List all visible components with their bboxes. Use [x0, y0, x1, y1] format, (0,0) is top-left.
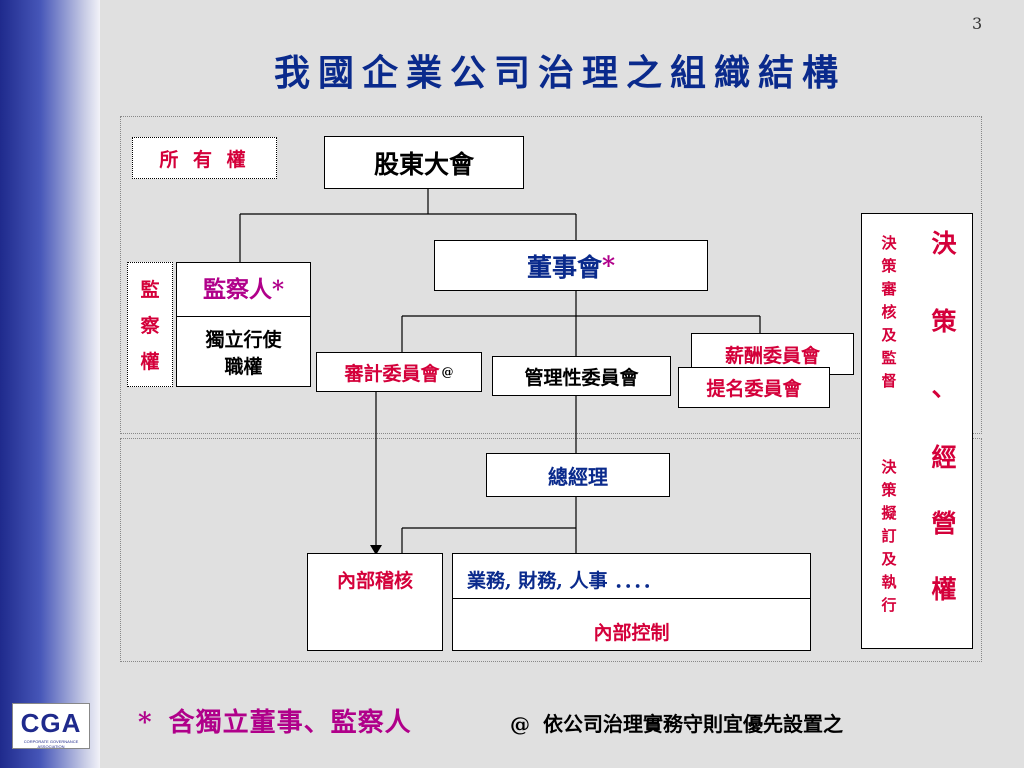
supervision-rights-char: 察 [140, 315, 160, 337]
sidebar [0, 0, 100, 768]
management-region [120, 438, 982, 662]
supervisor-note-1: 獨立行使 [205, 329, 282, 351]
general-manager-label: 總經理 [548, 464, 608, 489]
logo: CGA CORPORATE GOVERNANCE ASSOCIATION [12, 703, 90, 749]
footnote-at-mark: @ [510, 712, 530, 736]
board-label: 董事會 [526, 252, 602, 282]
footnote-star: * 含獨立董事、監察人 [138, 702, 412, 739]
management-committee-box: 管理性委員會 [492, 356, 671, 396]
panel-char: 擬 [881, 504, 897, 522]
footnote-at-text: 依公司治理實務守則宜優先設置之 [542, 712, 843, 736]
internal-audit-label: 內部稽核 [336, 570, 413, 592]
board-star: * [601, 251, 616, 280]
supervisor-note-2: 職權 [224, 356, 263, 378]
panel-char: 策 [881, 481, 897, 499]
panel-big-char: 權 [931, 575, 957, 604]
internal-control-label: 內部控制 [593, 622, 670, 644]
right-panel: 決 策 審 核 及 監 督 決 策 擬 訂 及 執 行 決 策 、 經 營 權 [861, 213, 973, 649]
panel-char: 決 [881, 458, 897, 476]
footnote-at: @ 依公司治理實務守則宜優先設置之 [510, 708, 843, 737]
panel-char: 督 [881, 372, 897, 390]
audit-committee-box: 審計委員會@ [316, 352, 482, 392]
page-number: 3 [972, 14, 983, 33]
operations-divider [453, 598, 810, 599]
panel-char: 策 [881, 257, 897, 275]
operations-box: 業務, 財務, 人事 ．．．． 內部控制 [452, 553, 811, 651]
nomination-committee-box: 提名委員會 [678, 367, 830, 408]
right-panel-small-top: 決 策 審 核 及 監 督 [877, 232, 901, 392]
supervisor-box: 監察人* 獨立行使 職權 [176, 262, 311, 387]
supervisor-star: * [271, 276, 285, 303]
shareholders-meeting-box: 股東大會 [324, 136, 524, 189]
panel-char: 監 [881, 349, 897, 367]
panel-char: 執 [881, 573, 897, 591]
panel-char: 及 [881, 326, 897, 344]
operations-label: 業務, 財務, 人事 ．．．． [467, 570, 662, 592]
logo-subtext: CORPORATE GOVERNANCE ASSOCIATION [23, 739, 79, 749]
panel-char: 審 [881, 280, 897, 298]
footnote-star-mark: * [138, 708, 152, 738]
right-panel-small-bottom: 決 策 擬 訂 及 執 行 [877, 456, 901, 616]
panel-char: 行 [881, 596, 897, 614]
general-manager-box: 總經理 [486, 453, 670, 497]
page-title: 我國企業公司治理之組織結構 [273, 52, 846, 94]
ownership-text: 所 有 權 [159, 148, 250, 171]
board-box: 董事會* [434, 240, 708, 291]
panel-char: 決 [881, 234, 897, 252]
supervision-rights-label: 監 察 權 [127, 262, 173, 387]
supervision-rights-char: 權 [140, 351, 160, 373]
logo-text: CGA [20, 708, 82, 738]
panel-big-char: 、 [931, 373, 957, 402]
management-committee-label: 管理性委員會 [524, 366, 639, 389]
panel-big-char: 決 [931, 229, 957, 258]
audit-committee-mark: @ [441, 365, 454, 379]
panel-char: 訂 [881, 527, 897, 545]
supervisor-label: 監察人 [202, 276, 272, 303]
supervision-rights-char: 監 [140, 279, 160, 301]
panel-big-char: 策 [931, 307, 957, 336]
right-panel-big: 決 策 、 經 營 權 [926, 224, 962, 606]
ownership-label: 所 有 權 [132, 137, 277, 179]
nomination-committee-label: 提名委員會 [706, 378, 802, 400]
audit-committee-label: 審計委員會 [344, 362, 440, 385]
governance-region [120, 116, 982, 434]
panel-big-char: 營 [931, 509, 957, 538]
supervisor-divider [177, 316, 310, 317]
compensation-committee-label: 薪酬委員會 [724, 344, 820, 367]
shareholders-meeting-label: 股東大會 [373, 149, 474, 179]
panel-char: 核 [881, 303, 897, 321]
internal-audit-box: 內部稽核 [307, 553, 443, 651]
footnote-star-text: 含獨立董事、監察人 [168, 708, 412, 738]
panel-char: 及 [881, 550, 897, 568]
panel-big-char: 經 [931, 443, 957, 472]
supervisor-title: 監察人* [177, 270, 310, 304]
